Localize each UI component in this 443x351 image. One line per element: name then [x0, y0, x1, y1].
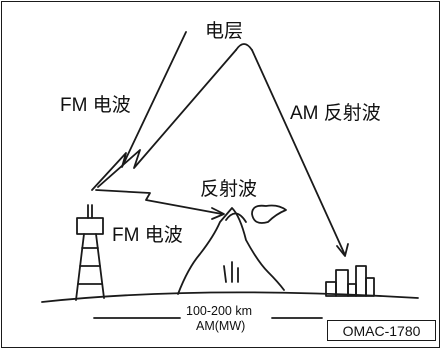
label-reflected: 反射波: [200, 179, 258, 200]
figure-code: OMAC-1780: [342, 322, 421, 339]
label-am-reflected: AM 反射波: [290, 103, 381, 124]
label-fm-wave-upper: FM 电波: [60, 95, 131, 116]
am-wave-up: [97, 49, 237, 188]
label-distance: 100-200 km: [186, 304, 253, 318]
radio-tower-icon: [75, 204, 105, 301]
diagram-frame: [1, 1, 440, 348]
am-arrow-head: [336, 243, 349, 257]
label-fm-wave-lower: FM 电波: [112, 225, 183, 246]
buildings-icon: [325, 265, 375, 297]
fm-wave-up: [91, 31, 187, 191]
figure-code-box: OMAC-1780: [327, 320, 436, 341]
ionosphere-peak: [235, 43, 253, 51]
cloud-icon: [251, 204, 287, 224]
am-wave-down: [251, 49, 346, 256]
fm-wave-ground: [95, 189, 223, 215]
fm-arrow-head: [211, 207, 225, 220]
label-ionosphere: 电层: [205, 21, 244, 42]
ground-line: [41, 291, 419, 303]
mountain-icon: [177, 207, 285, 295]
label-band: AM(MW): [196, 319, 246, 333]
